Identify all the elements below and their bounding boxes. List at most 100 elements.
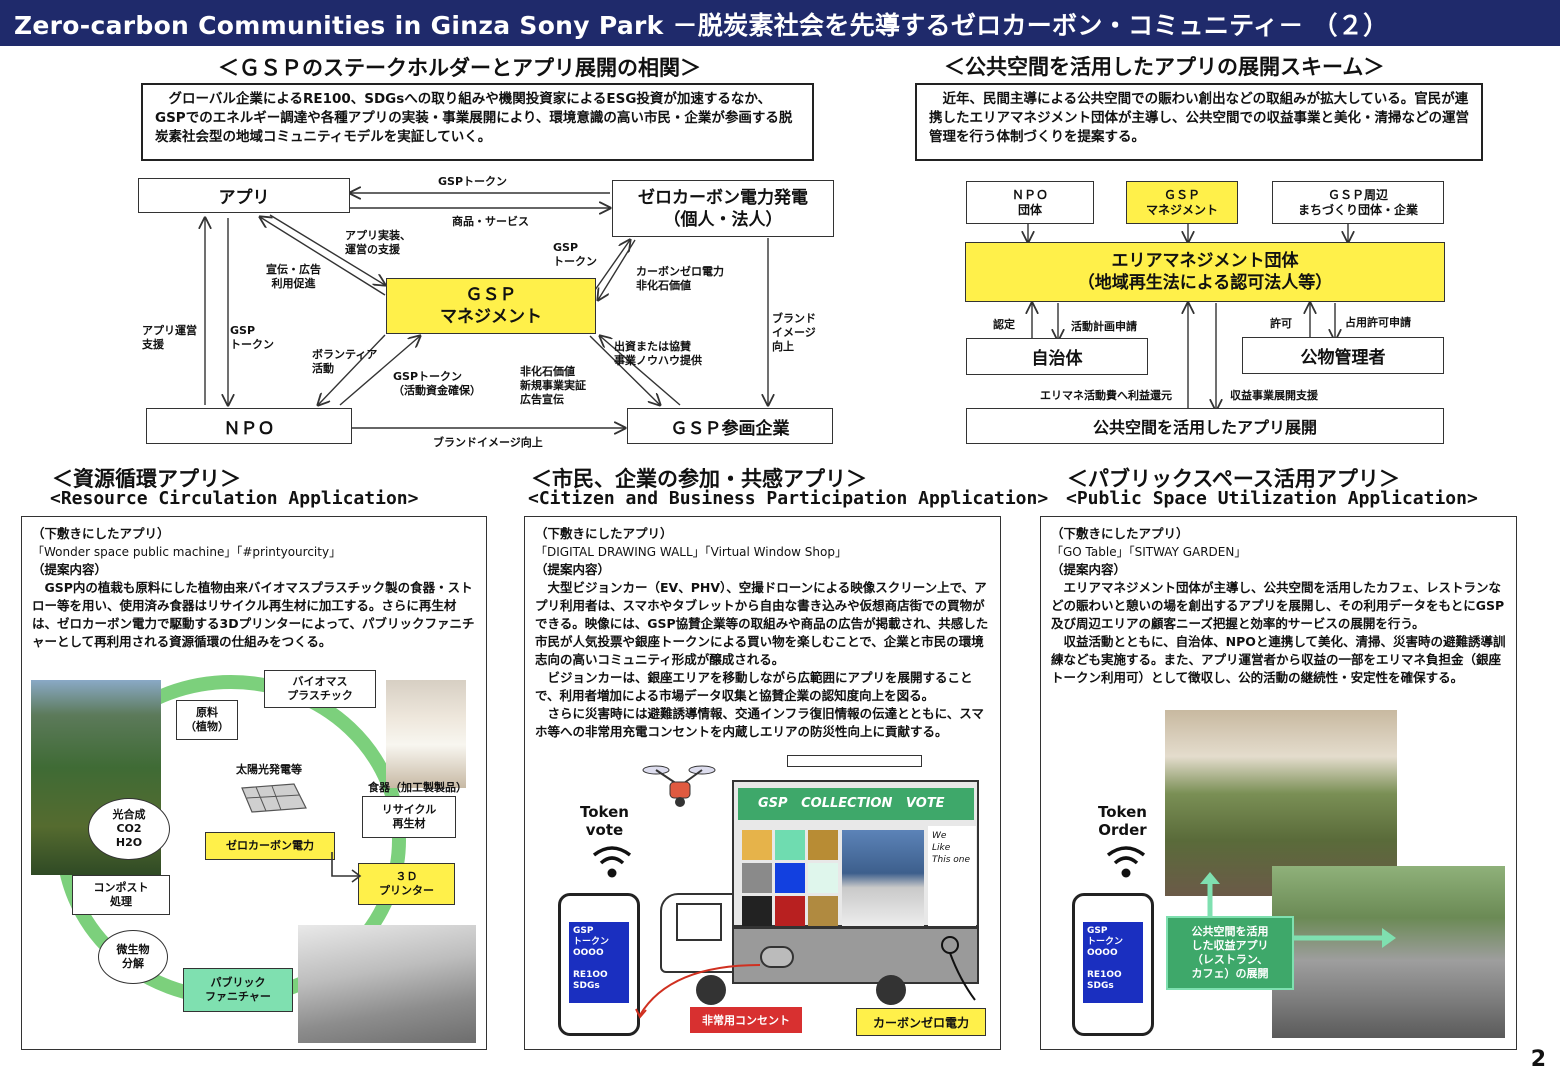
- resource-h1: （下敷きにしたアプリ）: [32, 526, 170, 541]
- resource-h2: （提案内容）: [32, 562, 108, 577]
- label-gsp-token-fund: GSPトークン （活動資金確保）: [393, 370, 481, 397]
- furniture-photo: [298, 925, 476, 1043]
- car-body: [732, 927, 979, 984]
- vote-color-grid: [742, 830, 838, 926]
- cycle-solar: 太陽光発電等: [236, 763, 302, 776]
- label-volunteer: ボランティア 活動: [312, 348, 378, 375]
- node-app: アプリ: [138, 178, 350, 213]
- label-promo: 宣伝・広告 利用促進: [266, 263, 321, 290]
- car-roof-bar: [787, 755, 922, 767]
- cup-photo: [386, 680, 466, 788]
- public-h1: （下敷きにしたアプリ）: [1051, 526, 1189, 541]
- solar-panel-icon: [241, 783, 307, 813]
- drone-icon: [642, 765, 716, 807]
- citizen-p3: さらに災害時には避難誘導情報、交通インフラ復旧情報の伝達とともに、スマホ等への非…: [535, 706, 984, 739]
- citizen-apps: 「DIGITAL DRAWING WALL」「Virtual Window Sh…: [535, 545, 847, 559]
- ship-photo: [842, 830, 924, 926]
- scheme-jichitai: 自治体: [966, 338, 1148, 375]
- cycle-furniture: パブリック ファニチャー: [183, 968, 293, 1012]
- resource-subtitle: <Resource Circulation Application>: [50, 488, 419, 509]
- citizen-text: （下敷きにしたアプリ） 「DIGITAL DRAWING WALL」「Virtu…: [535, 525, 993, 741]
- scheme-desc: 近年、民間主導による公共空間での賑わい創出などの取組みが拡大している。官民が連携…: [915, 83, 1483, 161]
- stakeholder-title: ＜ＧＳＰのステークホルダーとアプリ展開の相関＞: [218, 56, 701, 80]
- cycle-biomass: バイオマス プラスチック: [264, 670, 376, 708]
- label-brand-up-bottom: ブランドイメージ向上: [433, 436, 543, 449]
- resource-text: （下敷きにしたアプリ） 「Wonder space public machine…: [32, 525, 480, 651]
- scheme-bottom-box: 公共空間を活用したアプリ展開: [966, 408, 1444, 444]
- car-wheel-rear: [876, 975, 906, 1005]
- label-nonfossil: 非化石価値 新規事業実証 広告宣伝: [520, 365, 586, 406]
- citizen-p1: 大型ビジョンカー（EV、PHV）、空撮ドローンによる映像スクリーン上で、アプリ利…: [535, 580, 989, 667]
- stakeholder-arrows: [0, 160, 900, 460]
- node-gsp-management: ＧＳＰ マネジメント: [386, 278, 596, 334]
- label-nintei: 認定: [993, 318, 1015, 331]
- label-gsp-token-top: GSPトークン: [438, 175, 508, 188]
- scheme-box-machizukuri: ＧＳＰ周辺 まちづくり団体・企業: [1272, 181, 1444, 224]
- vision-screen-header: GSP COLLECTION VOTE: [738, 788, 974, 820]
- citizen-subtitle: <Citizen and Business Participation Appl…: [528, 488, 1049, 509]
- label-gsp-token-mid: GSP トークン: [553, 241, 597, 268]
- citizen-phone: GSP トークン OOOO RE1OO SDGs: [558, 893, 640, 1036]
- citizen-h1: （下敷きにしたアプリ）: [535, 526, 673, 541]
- public-title: ＜パブリックスペース活用アプリ＞: [1067, 467, 1400, 491]
- label-app-impl: アプリ実装、 運営の支援: [345, 229, 411, 256]
- citizen-title: ＜市民、企業の参加・共感アプリ＞: [531, 467, 867, 491]
- public-apps: 「GO Table」「SITWAY GARDEN」: [1051, 545, 1247, 559]
- cycle-genryo: 原料 （植物）: [176, 700, 238, 740]
- label-app-ops: アプリ運営 支援: [142, 324, 197, 351]
- scheme-box-gsp: ＧＳＰ マネジメント: [1126, 181, 1238, 224]
- header-bar: Zero-carbon Communities in Ginza Sony Pa…: [0, 0, 1560, 46]
- handwrite-note: We Like This one: [928, 826, 976, 926]
- label-katsudo: 活動計画申請: [1071, 320, 1137, 333]
- cycle-shokki: 食器（加工製製品）: [368, 781, 467, 794]
- cycle-kogosei: 光合成 CO2 H2O: [88, 798, 170, 860]
- cycle-recycle: リサイクル 再生材: [362, 796, 456, 838]
- cycle-bisei: 微生物 分解: [98, 930, 168, 984]
- scheme-title: ＜公共空間を活用したアプリの展開スキーム＞: [944, 55, 1385, 79]
- wifi-icon: [592, 846, 632, 878]
- label-gsp-token-left: GSP トークン: [230, 324, 274, 351]
- label-goods: 商品・サービス: [452, 215, 529, 228]
- carbon-label: カーボンゼロ電力: [856, 1008, 986, 1036]
- vision-screen: GSP COLLECTION VOTE We Like This one: [732, 780, 979, 927]
- citizen-p2: ビジョンカーは、銀座エリアを移動しながら広範囲にアプリを展開することで、利用者増…: [535, 670, 973, 703]
- resource-body: GSP内の植栽も原料にした植物由来バイオマスプラスチック製の食器・ストロー等を用…: [32, 580, 475, 649]
- label-invest: 出資または協賛 事業ノウハウ提供: [614, 340, 702, 367]
- public-subtitle: <Public Space Utilization Application>: [1066, 488, 1478, 509]
- label-kyoka: 許可: [1270, 317, 1292, 330]
- arrow-zero-to-printer-icon: [331, 852, 362, 883]
- car-wheel-front: [696, 975, 726, 1005]
- cycle-compost: コンポスト 処理: [72, 875, 170, 915]
- node-gsp-corp: ＧＳＰ参画企業: [627, 408, 833, 444]
- outlet-icon: [760, 946, 794, 968]
- page-number: 2: [1530, 1047, 1546, 1072]
- scheme-area-management: エリアマネジメント団体 （地域再生法による認可法人等）: [965, 242, 1445, 302]
- scheme-arrows: [940, 223, 1480, 450]
- public-text: （下敷きにしたアプリ） 「GO Table」「SITWAY GARDEN」 （提…: [1051, 525, 1509, 687]
- citizen-token-label: Token vote: [580, 803, 629, 839]
- outlet-label: 非常用コンセント: [690, 1007, 802, 1033]
- resource-title: ＜資源循環アプリ＞: [52, 467, 241, 491]
- citizen-phone-screen: GSP トークン OOOO RE1OO SDGs: [569, 922, 629, 1003]
- wifi-icon-2: [1106, 846, 1146, 878]
- public-app-label: 公共空間を活用 した収益アプリ （レストラン、 カフェ）の展開: [1166, 916, 1294, 990]
- label-brand-up-right: ブランド イメージ 向上: [772, 312, 816, 353]
- public-phone-screen: GSP トークン OOOO RE1OO SDGs: [1083, 922, 1143, 1003]
- scheme-box-npo: ＮＰＯ 団体: [966, 181, 1094, 224]
- citizen-h2: （提案内容）: [535, 562, 611, 577]
- car-window: [676, 903, 722, 941]
- sitway-photo: [1272, 866, 1505, 1038]
- public-h2: （提案内容）: [1051, 562, 1127, 577]
- header-title: Zero-carbon Communities in Ginza Sony Pa…: [14, 11, 1389, 40]
- public-token-label: Token Order: [1098, 803, 1147, 839]
- node-zerocarbon: ゼロカーボン電力発電 （個人・法人）: [612, 180, 834, 237]
- cafe-photo: [1165, 710, 1397, 896]
- cycle-zero-power: ゼロカーボン電力: [205, 832, 335, 860]
- label-senyo: 占用許可申請: [1345, 316, 1411, 329]
- cycle-printer: ３Ｄ プリンター: [358, 863, 455, 905]
- public-phone: GSP トークン OOOO RE1OO SDGs: [1072, 893, 1154, 1036]
- label-kangen: エリマネ活動費へ利益還元: [1040, 389, 1172, 402]
- stakeholder-desc: グローバル企業によるRE100、SDGsへの取り組みや機関投資家によるESG投資…: [141, 83, 814, 161]
- scheme-kobutsu: 公物管理者: [1242, 337, 1444, 374]
- resource-apps: 「Wonder space public machine」「#printyour…: [32, 545, 342, 559]
